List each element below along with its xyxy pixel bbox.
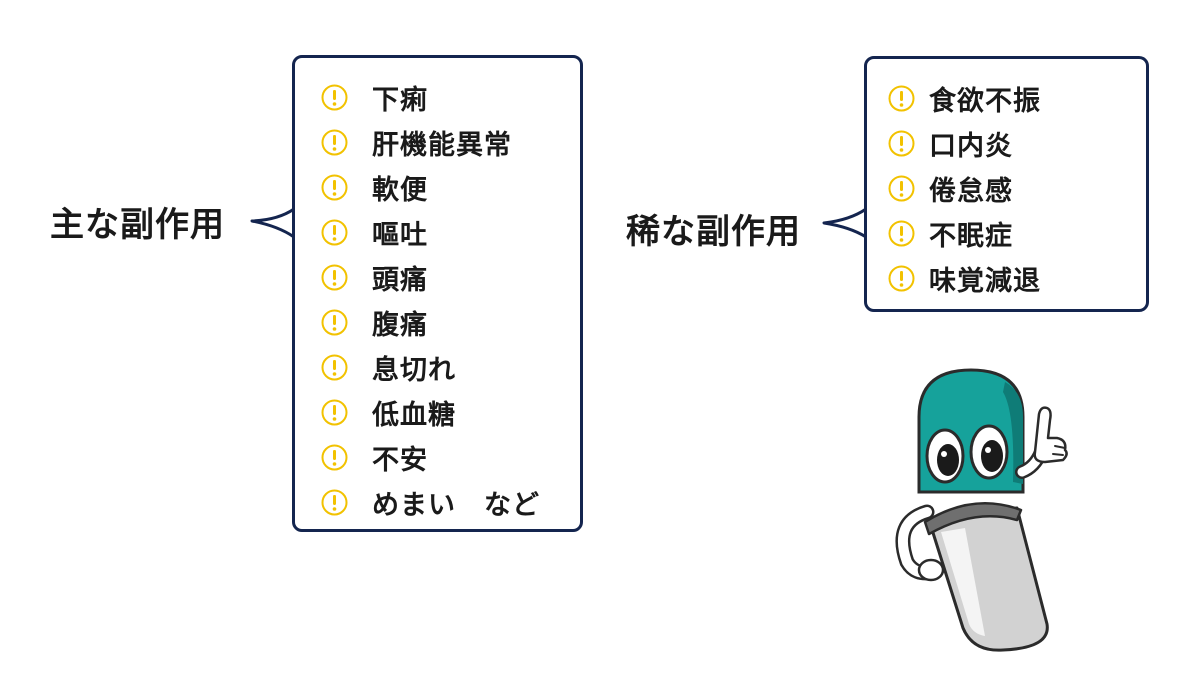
main-side-effects-bubble: 下痢 肝機能異常 軟便 嘔吐 頭痛 腹痛 息切れ 低血糖 — [292, 55, 583, 532]
list-item: 軟便 — [321, 165, 580, 210]
list-item: 肝機能異常 — [321, 120, 580, 165]
warning-icon — [321, 219, 348, 246]
warning-icon — [321, 84, 348, 111]
warning-icon — [321, 444, 348, 471]
warning-icon — [888, 265, 915, 292]
side-effect-text: 低血糖 — [372, 400, 456, 431]
list-item: 倦怠感 — [888, 166, 1146, 211]
warning-icon — [321, 264, 348, 291]
list-item: 口内炎 — [888, 121, 1146, 166]
rare-bubble-tail — [822, 207, 870, 239]
side-effect-text: 腹痛 — [372, 310, 428, 341]
rare-side-effects-label: 稀な副作用 — [626, 212, 801, 252]
rare-side-effects-list: 食欲不振 口内炎 倦怠感 不眠症 味覚減退 — [888, 76, 1146, 301]
main-bubble-tail — [250, 207, 298, 239]
side-effect-text: 軟便 — [372, 175, 428, 206]
side-effect-text: めまい など — [372, 490, 540, 521]
side-effect-text: 肝機能異常 — [372, 130, 512, 161]
list-item: 下痢 — [321, 75, 580, 120]
warning-icon — [321, 354, 348, 381]
warning-icon — [888, 175, 915, 202]
side-effect-text: 嘔吐 — [372, 220, 428, 251]
side-effect-text: 口内炎 — [929, 131, 1013, 162]
side-effect-text: 倦怠感 — [929, 176, 1013, 207]
list-item: 低血糖 — [321, 390, 580, 435]
list-item: 味覚減退 — [888, 256, 1146, 301]
main-side-effects-list: 下痢 肝機能異常 軟便 嘔吐 頭痛 腹痛 息切れ 低血糖 — [321, 75, 580, 525]
list-item: 腹痛 — [321, 300, 580, 345]
side-effect-text: 食欲不振 — [929, 86, 1041, 117]
side-effect-text: 不安 — [372, 445, 428, 476]
side-effect-text: 不眠症 — [929, 221, 1013, 252]
list-item: 頭痛 — [321, 255, 580, 300]
warning-icon — [321, 309, 348, 336]
rare-side-effects-bubble: 食欲不振 口内炎 倦怠感 不眠症 味覚減退 — [864, 56, 1149, 312]
warning-icon — [888, 220, 915, 247]
side-effect-text: 頭痛 — [372, 265, 428, 296]
list-item: 息切れ — [321, 345, 580, 390]
side-effect-text: 味覚減退 — [929, 266, 1041, 297]
warning-icon — [321, 399, 348, 426]
warning-icon — [321, 129, 348, 156]
warning-icon — [888, 130, 915, 157]
warning-icon — [888, 85, 915, 112]
side-effect-text: 息切れ — [372, 355, 456, 386]
warning-icon — [321, 174, 348, 201]
capsule-mascot-icon — [895, 368, 1068, 652]
list-item: 嘔吐 — [321, 210, 580, 255]
side-effect-text: 下痢 — [372, 85, 428, 116]
list-item: 不安 — [321, 435, 580, 480]
list-item: めまい など — [321, 480, 580, 525]
list-item: 食欲不振 — [888, 76, 1146, 121]
list-item: 不眠症 — [888, 211, 1146, 256]
main-side-effects-label: 主な副作用 — [50, 205, 225, 245]
warning-icon — [321, 489, 348, 516]
